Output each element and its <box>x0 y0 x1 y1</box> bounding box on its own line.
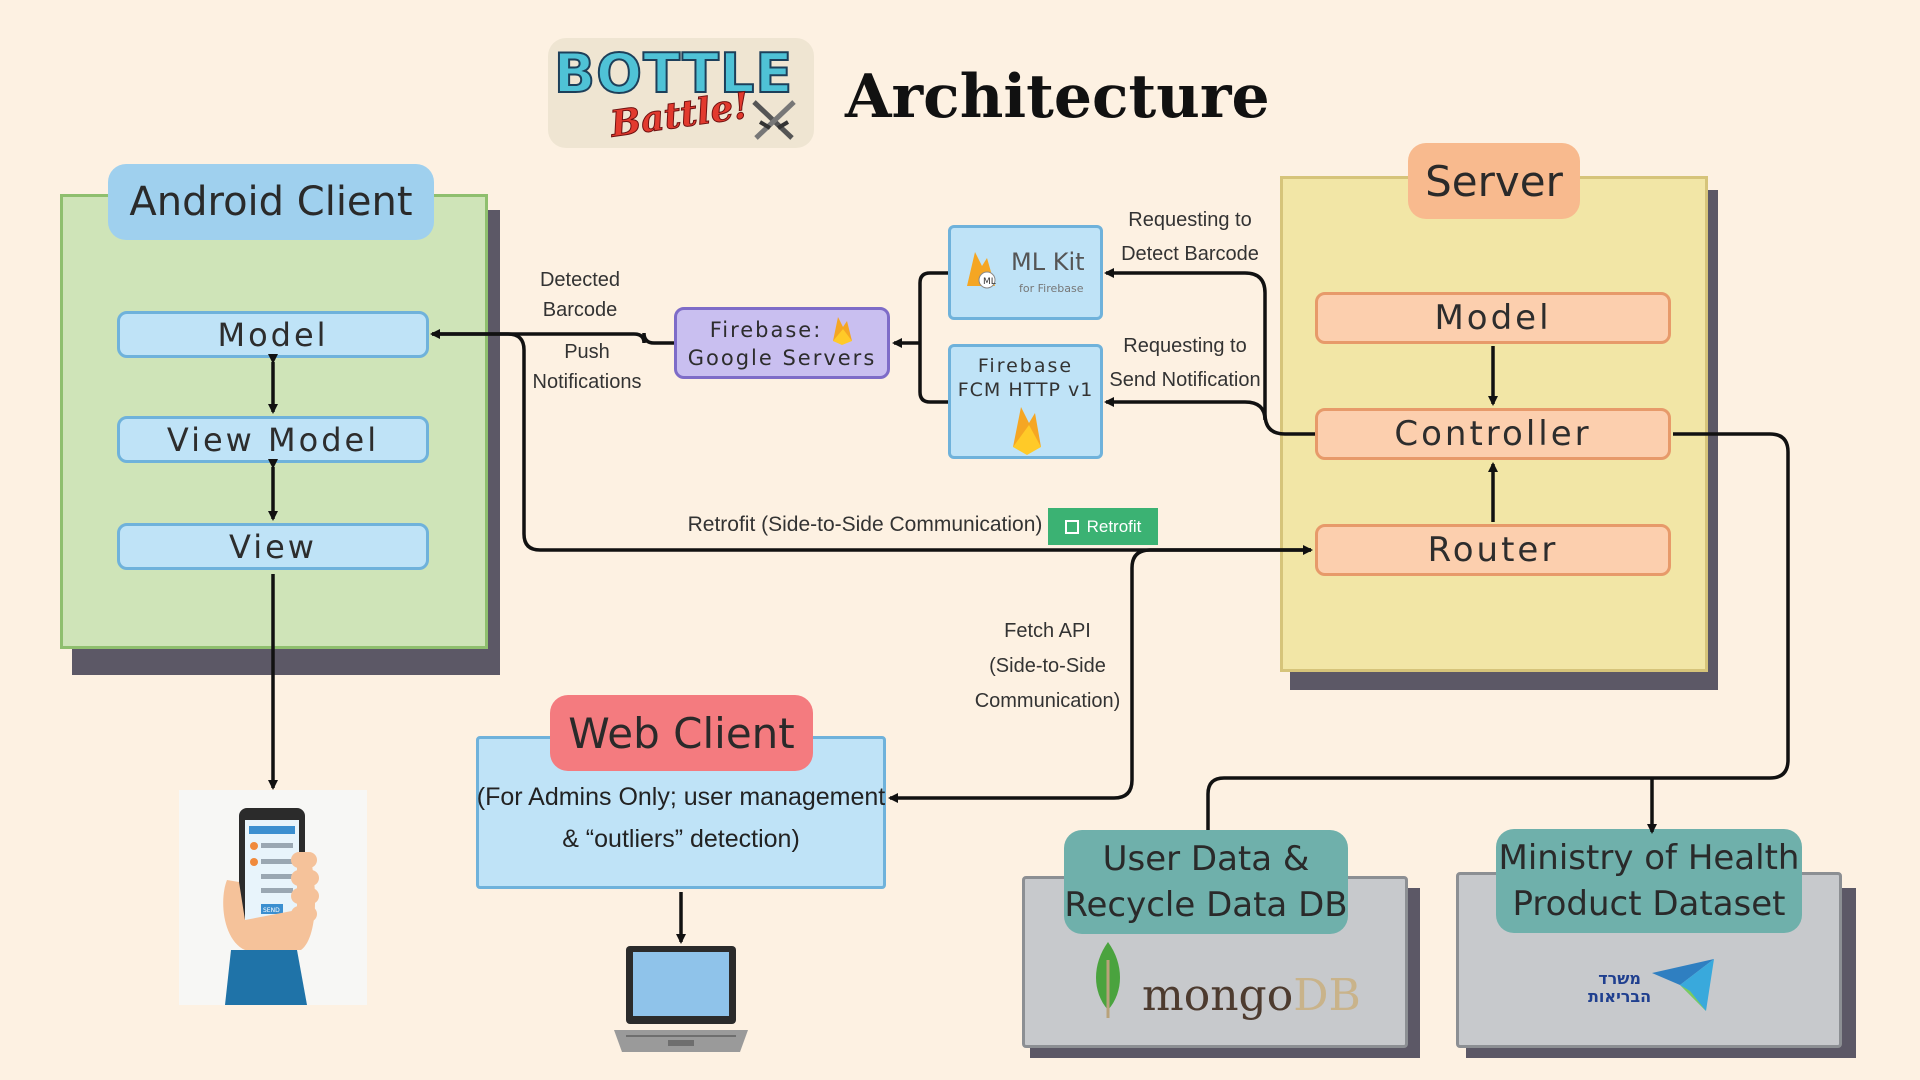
db1-title-2: Recycle Data DB <box>1064 885 1348 925</box>
firebase-flame-icon <box>833 317 853 345</box>
req-notif-line-1: Requesting to <box>1123 335 1247 357</box>
push-line-1: Push <box>564 341 610 363</box>
mongodb-logo: mongoDB <box>1142 970 1361 1021</box>
retrofit-icon <box>1064 519 1079 534</box>
android-view[interactable]: View <box>117 523 429 570</box>
logo-line-1: BOTTLE <box>553 41 794 106</box>
arrow-firebase-to-model <box>430 329 674 345</box>
arrow-controller-to-db <box>1206 432 1790 830</box>
fcm-flame-icon <box>1013 407 1041 455</box>
retrofit-badge: Retrofit <box>1048 508 1158 545</box>
ml-kit-flame-icon: ML <box>967 252 996 289</box>
arrow-services-to-firebase <box>918 271 948 404</box>
ministry-dataset-title: Ministry of Health Product Dataset <box>1496 829 1802 933</box>
firebase-line-2: Google Servers <box>687 346 877 370</box>
db2-title-2: Product Dataset <box>1512 884 1786 924</box>
firebase-line-1: Firebase: <box>709 318 823 342</box>
ml-kit-name: ML Kit <box>1011 248 1085 276</box>
web-client-desc-1: (For Admins Only; user management <box>476 783 886 811</box>
fetch-line-3: Communication) <box>974 690 1121 712</box>
server-router[interactable]: Router <box>1315 524 1671 576</box>
ml-kit-box[interactable]: ML ML Kit for Firebase <box>948 225 1103 320</box>
mongodb-logo-a: mongo <box>1142 970 1294 1021</box>
server-model[interactable]: Model <box>1315 292 1671 344</box>
detected-line-2: Barcode <box>542 299 618 321</box>
ministry-logo-line-2: הבריאות <box>1588 987 1652 1006</box>
firebase-google-servers[interactable]: Firebase: Google Servers <box>674 307 890 379</box>
req-detect-line-1: Requesting to <box>1128 209 1252 231</box>
ministry-logo-icon <box>1652 959 1714 1011</box>
req-notif-line-2: Send Notification <box>1109 369 1261 391</box>
req-detect-line-2: Detect Barcode <box>1121 243 1259 265</box>
fcm-box[interactable]: Firebase FCM HTTP v1 <box>948 344 1103 459</box>
db2-title-1: Ministry of Health <box>1498 838 1800 878</box>
web-client-desc-2: & “outliers” detection) <box>562 825 800 853</box>
label-fetch-api: Fetch API (Side-to-Side Communication) <box>960 614 1135 719</box>
fetch-line-2: (Side-to-Side <box>989 655 1106 677</box>
phone-illustration: SEND <box>179 790 367 1005</box>
ministry-logo-line-1: משרד <box>1598 969 1641 988</box>
label-request-detect: Requesting to Detect Barcode <box>1110 203 1270 271</box>
server-controller[interactable]: Controller <box>1315 408 1671 460</box>
crossed-swords-icon <box>752 100 796 140</box>
arrow-retrofit-model-router <box>432 332 1313 555</box>
detected-line-1: Detected <box>539 269 621 291</box>
fcm-line-1: Firebase <box>977 355 1074 377</box>
arrow-controller-to-mlkit <box>1104 268 1315 436</box>
server-title: Server <box>1408 143 1580 219</box>
web-client-title: Web Client <box>550 695 813 771</box>
hand-holding-phone-icon: SEND <box>223 808 319 1005</box>
label-push-notifications: Push Notifications <box>522 337 652 397</box>
fcm-line-2: FCM HTTP v1 <box>957 379 1094 401</box>
label-retrofit-communication: Retrofit (Side-to-Side Communication) <box>687 513 1043 536</box>
ml-kit-sub: for Firebase <box>1019 282 1084 295</box>
db1-title-1: User Data & <box>1102 839 1310 879</box>
label-request-notification: Requesting to Send Notification <box>1100 329 1270 397</box>
push-line-2: Notifications <box>532 371 642 393</box>
arrow-router-to-web <box>888 548 1311 803</box>
svg-text:ML: ML <box>983 277 996 287</box>
arrow-controller-to-fcm <box>1104 397 1267 421</box>
ministry-logo-text: משרד הבריאות <box>1588 970 1651 1006</box>
label-detected-barcode: Detected Barcode <box>520 265 640 325</box>
user-data-db-title: User Data & Recycle Data DB <box>1064 830 1348 934</box>
mongodb-leaf-icon <box>1096 942 1120 1018</box>
phone-send-label: SEND <box>263 907 280 914</box>
android-client-title: Android Client <box>108 164 434 240</box>
bottle-battle-logo: BOTTLE Battle! <box>548 38 814 148</box>
retrofit-badge-label: Retrofit <box>1086 516 1142 536</box>
laptop-icon <box>614 946 748 1052</box>
fetch-line-1: Fetch API <box>1004 620 1091 642</box>
mongodb-logo-b: DB <box>1293 970 1361 1021</box>
page-title: Architecture <box>845 62 1270 132</box>
